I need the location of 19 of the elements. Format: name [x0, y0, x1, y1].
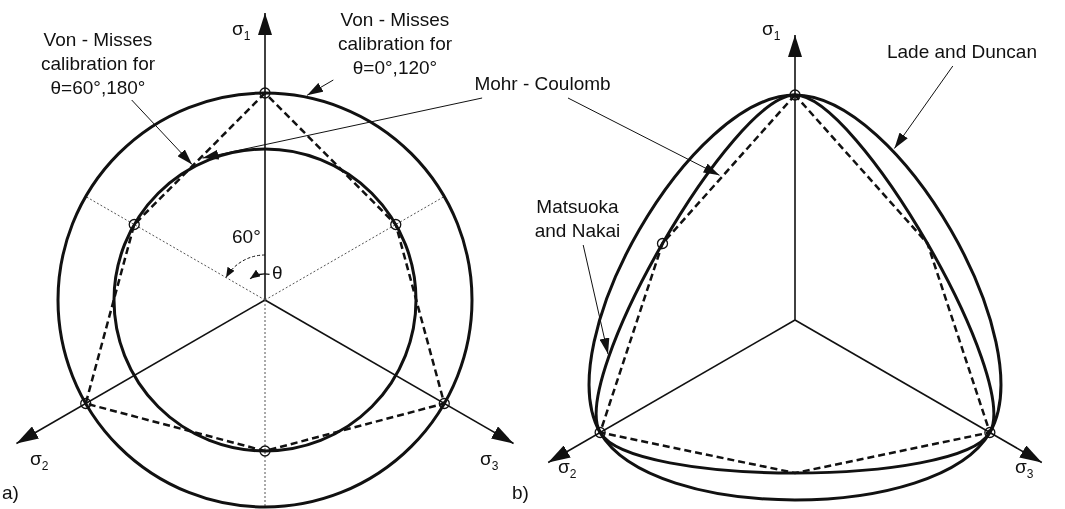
axis-label: σ$_{3}$	[480, 448, 499, 475]
leader-line	[582, 244, 610, 355]
leader-line	[131, 99, 193, 165]
axis-label: σ$_{2}$	[558, 456, 577, 483]
panel-label: a)	[2, 482, 19, 504]
axis-label: σ$_{3}$	[1015, 456, 1034, 483]
leader-line	[306, 79, 334, 96]
axis-label: σ$_{2}$	[30, 448, 49, 475]
axis-label: σ$_{1}$	[762, 18, 781, 45]
angle-label: θ	[272, 262, 283, 284]
curve-label: Lade and Duncan	[872, 40, 1052, 64]
leader-line	[567, 97, 720, 176]
axis-label: σ$_{1}$	[232, 18, 251, 45]
angle-label: 60°	[232, 226, 261, 248]
panel-label: b)	[512, 482, 529, 504]
curve-label: Von - Misses calibration for θ=60°,180°	[18, 28, 178, 100]
leader-line	[202, 97, 483, 160]
curve-label: Matsuoka and Nakai	[530, 195, 625, 243]
leader-line	[893, 65, 954, 149]
